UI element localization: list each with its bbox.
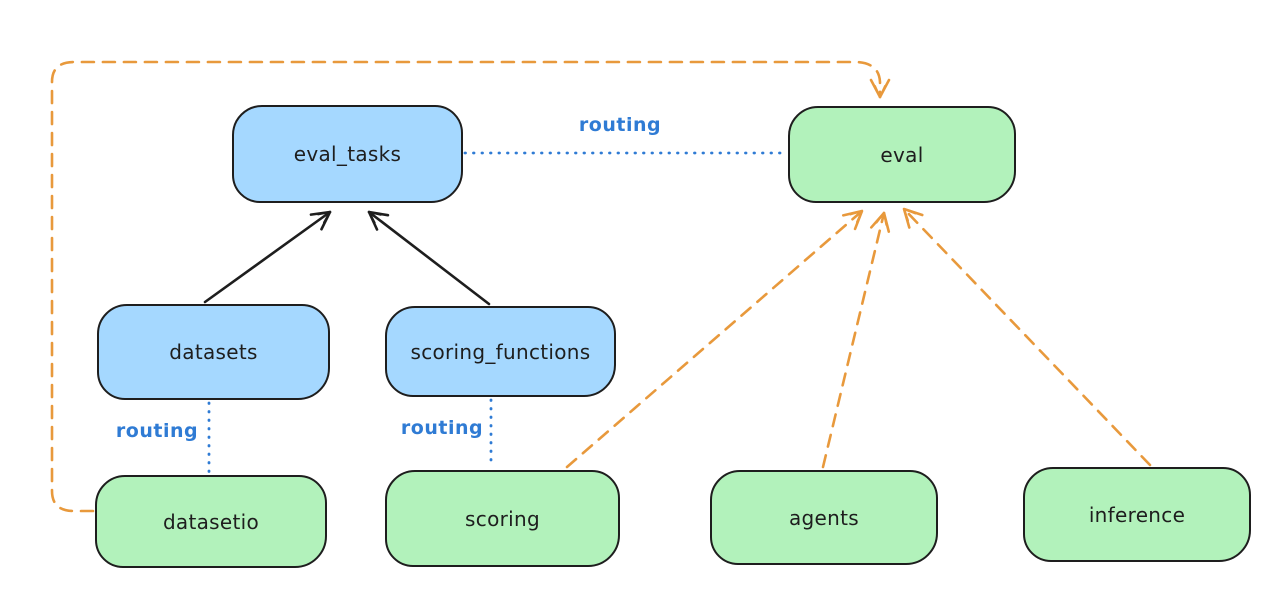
node-datasetio-label: datasetio xyxy=(162,509,260,534)
node-inference-label: inference xyxy=(1088,502,1186,527)
node-datasets-label: datasets xyxy=(169,340,258,364)
node-datasetio: datasetio xyxy=(95,475,327,568)
node-datasets: datasets xyxy=(97,304,330,400)
node-agents: agents xyxy=(710,470,938,565)
node-inference: inference xyxy=(1023,467,1251,562)
node-scoring-label: scoring xyxy=(465,506,540,531)
node-eval: eval xyxy=(788,106,1016,203)
node-eval-label: eval xyxy=(880,142,924,167)
edge-agents-to-eval xyxy=(821,211,891,469)
edge-datasets-to-eval-tasks xyxy=(203,210,332,304)
node-scoring-functions: scoring_functions xyxy=(385,306,616,397)
node-scoring: scoring xyxy=(385,470,620,567)
routing-label-eval-tasks-eval: routing xyxy=(578,114,662,136)
routing-label-scoring-functions-scoring: routing xyxy=(400,417,484,439)
node-eval-tasks-label: eval_tasks xyxy=(293,142,402,166)
node-eval-tasks: eval_tasks xyxy=(232,105,463,203)
node-scoring-functions-label: scoring_functions xyxy=(410,339,591,364)
edge-inference-to-eval xyxy=(902,207,1152,467)
edge-scoring-functions-to-eval-tasks xyxy=(367,210,491,306)
edge-scoring-to-eval xyxy=(565,209,864,469)
node-agents-label: agents xyxy=(789,505,859,530)
routing-label-datasets-datasetio: routing xyxy=(115,420,199,442)
